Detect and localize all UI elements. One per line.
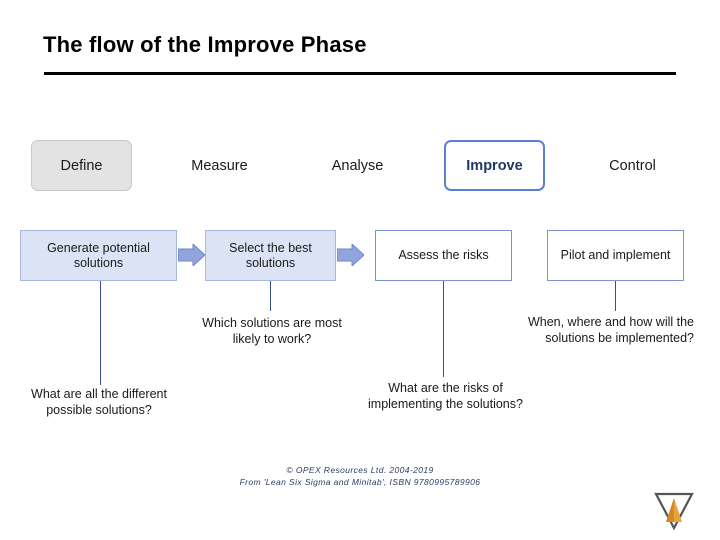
page-title: The flow of the Improve Phase <box>43 32 367 57</box>
step-label-select: Select the best solutions <box>229 240 312 270</box>
opex-logo-icon <box>652 492 696 531</box>
footer-line-1: © OPEX Resources Ltd. 2004-2019 <box>286 465 434 475</box>
step-box-generate-potential-solutions[interactable]: Generate potential solutions <box>20 230 177 281</box>
phase-label-define: Define <box>60 157 103 174</box>
step-label-assess: Assess the risks <box>398 248 489 262</box>
caption-solutions: What are all the different possible solu… <box>31 387 167 417</box>
phase-label-improve: Improve <box>466 157 523 174</box>
phase-label-control: Control <box>609 157 656 174</box>
right-arrow-icon <box>336 242 365 268</box>
right-arrow-icon <box>177 242 206 268</box>
caption-when-where-how: When, where and how will the solutions b… <box>527 315 694 345</box>
connector-pilot-to-caption <box>615 281 616 311</box>
footer-line-2: From 'Lean Six Sigma and Minitab', ISBN … <box>239 477 481 487</box>
phase-box-define[interactable]: Define <box>31 140 132 191</box>
connector-generate-to-caption <box>100 281 101 385</box>
step-box-pilot-and-implement[interactable]: Pilot and implement <box>547 230 684 281</box>
phase-box-analyse[interactable]: Analyse <box>307 140 408 191</box>
phase-box-measure[interactable]: Measure <box>169 140 270 191</box>
step-box-assess-the-risks[interactable]: Assess the risks <box>375 230 512 281</box>
caption-which-solutions: Which solutions are most likely to work? <box>202 316 342 346</box>
phase-label-analyse: Analyse <box>331 157 384 174</box>
phase-label-measure: Measure <box>191 157 248 174</box>
footer-copyright: © OPEX Resources Ltd. 2004-2019 From 'Le… <box>0 464 720 488</box>
step-label-pilot: Pilot and implement <box>560 248 671 262</box>
connector-assess-to-caption <box>443 281 444 377</box>
step-box-select-best-solutions[interactable]: Select the best solutions <box>205 230 336 281</box>
connector-select-to-caption <box>270 281 271 311</box>
step-label-generate: Generate potential solutions <box>47 240 150 270</box>
title-divider <box>44 72 676 75</box>
phase-box-improve[interactable]: Improve <box>444 140 545 191</box>
phase-box-control[interactable]: Control <box>582 140 683 191</box>
caption-risks: What are the risks of implementing the s… <box>368 381 523 411</box>
